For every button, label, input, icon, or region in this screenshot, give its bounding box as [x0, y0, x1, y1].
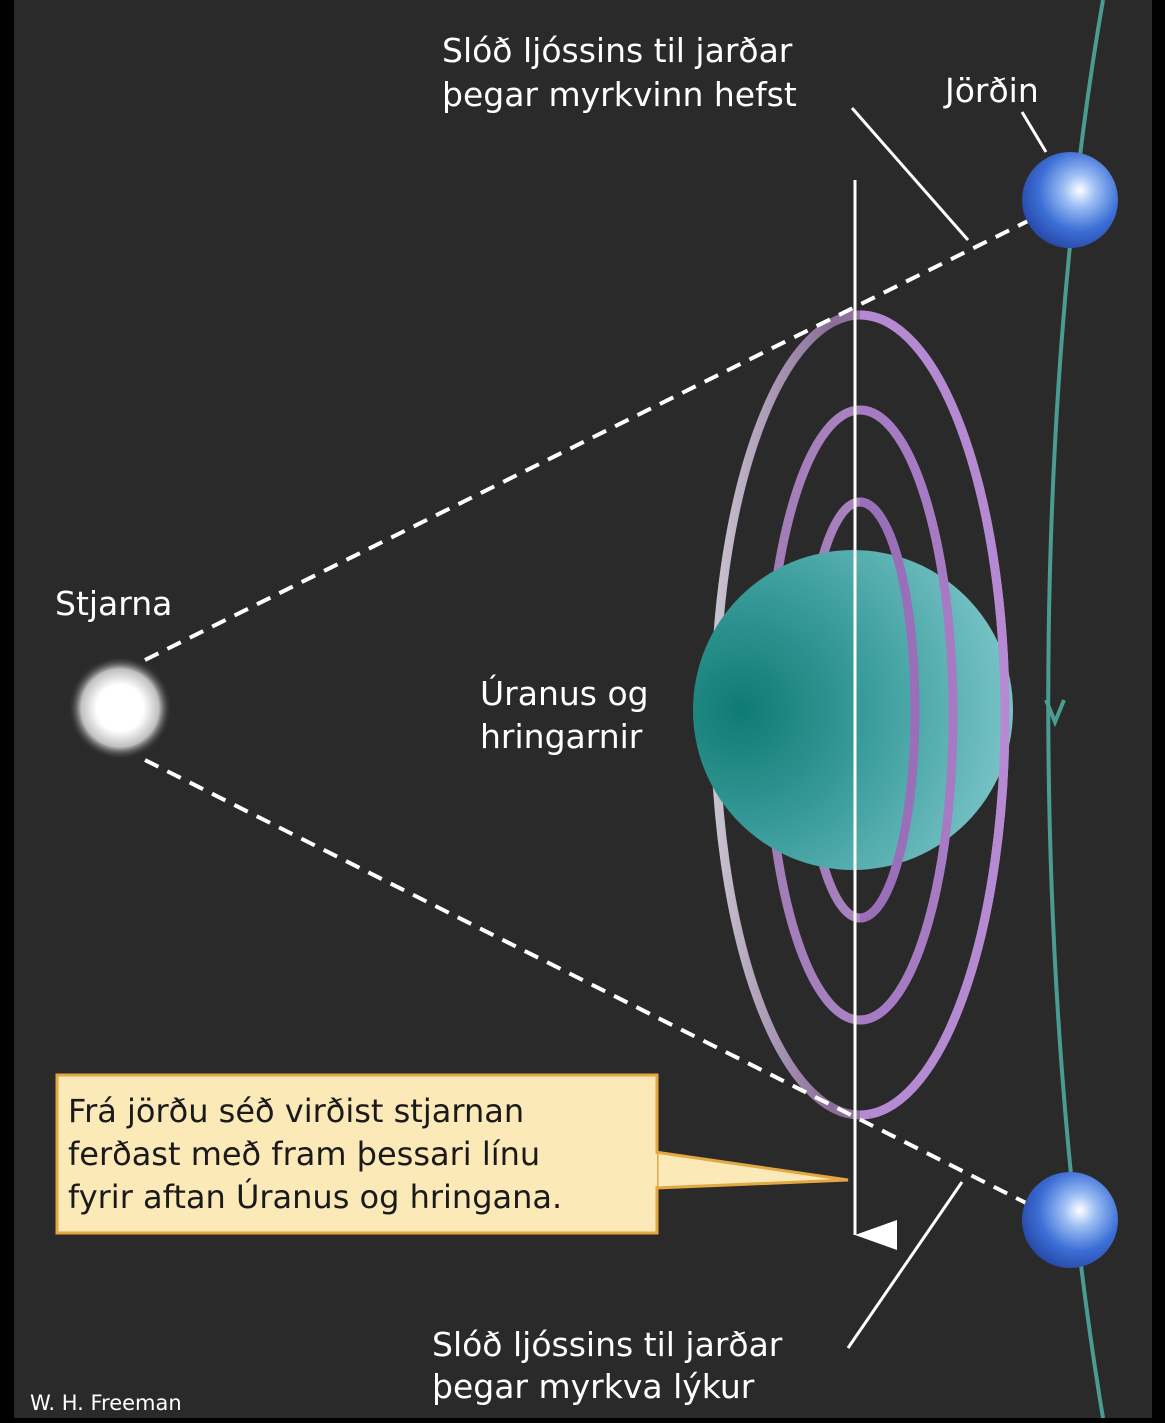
callout-line2: ferðast með fram þessari línu [68, 1135, 540, 1173]
light-path-end [144, 758, 1041, 1212]
callout: Frá jörðu séð virðist stjarnan ferðast m… [55, 1073, 849, 1235]
leader-earth [1020, 111, 1048, 153]
ring-inner-front [859, 497, 920, 923]
label-start-path-line2: þegar myrkvinn hefst [442, 75, 797, 114]
callout-box [55, 1073, 659, 1235]
uranus-planet [693, 550, 1013, 870]
earth-end-icon [1022, 1172, 1118, 1268]
ring-middle-front [859, 405, 958, 1025]
label-uranus-line2: hringarnir [480, 717, 643, 756]
callout-line3: fyrir aftan Úranus og hringana. [68, 1177, 562, 1216]
label-end-path-line1: Slóð ljóssins til jarðar [432, 1325, 783, 1364]
label-earth: Jörðin [943, 71, 1039, 110]
star-icon [68, 656, 172, 760]
label-start-path-line1: Slóð ljóssins til jarðar [442, 31, 793, 70]
credit-text: W. H. Freeman [30, 1391, 182, 1415]
leader-start-path [850, 107, 970, 241]
earth-start-icon [1022, 152, 1118, 248]
ring-outer-front [859, 310, 1010, 1120]
label-end-path-line2: þegar myrkva lýkur [432, 1367, 755, 1406]
callout-line1: Frá jörðu séð virðist stjarnan [68, 1092, 524, 1130]
label-uranus-line1: Úranus og [480, 673, 649, 713]
leader-end-path [846, 1181, 964, 1349]
light-path-start [144, 213, 1041, 662]
label-star: Stjarna [55, 584, 172, 623]
orbit-direction-arrow [1044, 699, 1066, 728]
